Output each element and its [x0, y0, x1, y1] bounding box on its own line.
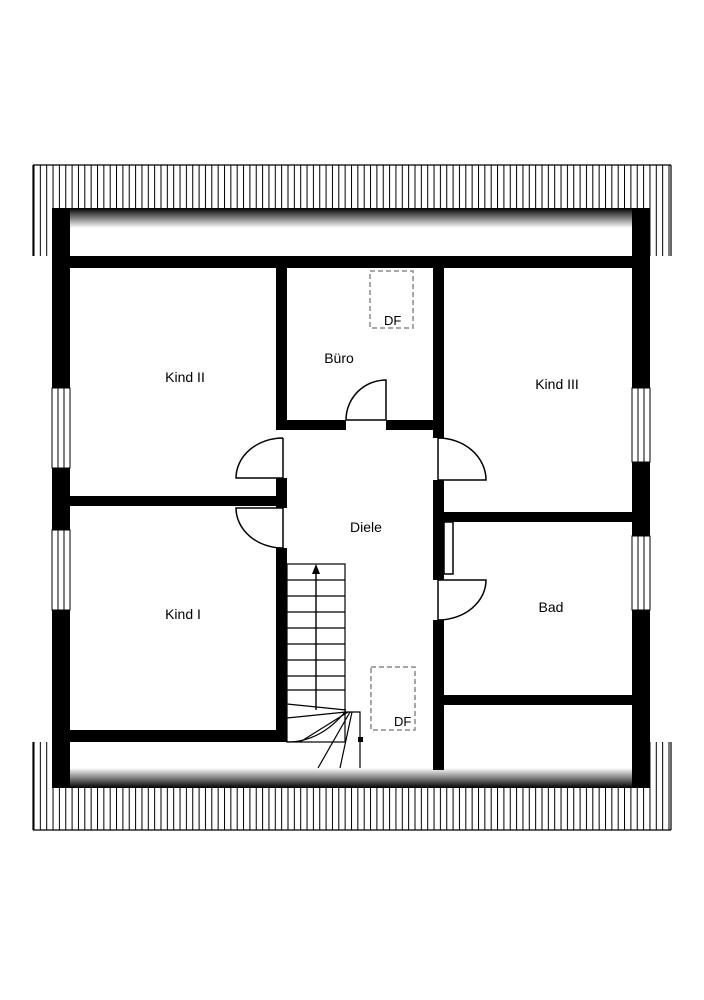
window-bad: [631, 535, 651, 611]
skylight-lower: DF: [370, 666, 416, 731]
staircase: [286, 563, 363, 769]
room-label-kind-i: Kind I: [165, 606, 201, 622]
skylight-upper: DF: [369, 270, 414, 329]
window-kind-i: [51, 529, 71, 611]
skylight-lower-label: DF: [394, 714, 411, 729]
room-label-bad: Bad: [539, 599, 564, 615]
skylight-upper-label: DF: [384, 313, 401, 328]
wall-niche: [443, 521, 454, 575]
room-label-kind-iii: Kind III: [535, 376, 579, 392]
window-kind-iii: [631, 387, 651, 463]
outer-walls: [52, 208, 650, 788]
room-label-diele: Diele: [350, 519, 382, 535]
window-kind-ii: [51, 387, 71, 469]
door-swings: [235, 379, 487, 621]
room-label-kind-ii: Kind II: [165, 369, 205, 385]
interior-walls: [70, 268, 632, 770]
room-label-buero: Büro: [324, 350, 354, 366]
